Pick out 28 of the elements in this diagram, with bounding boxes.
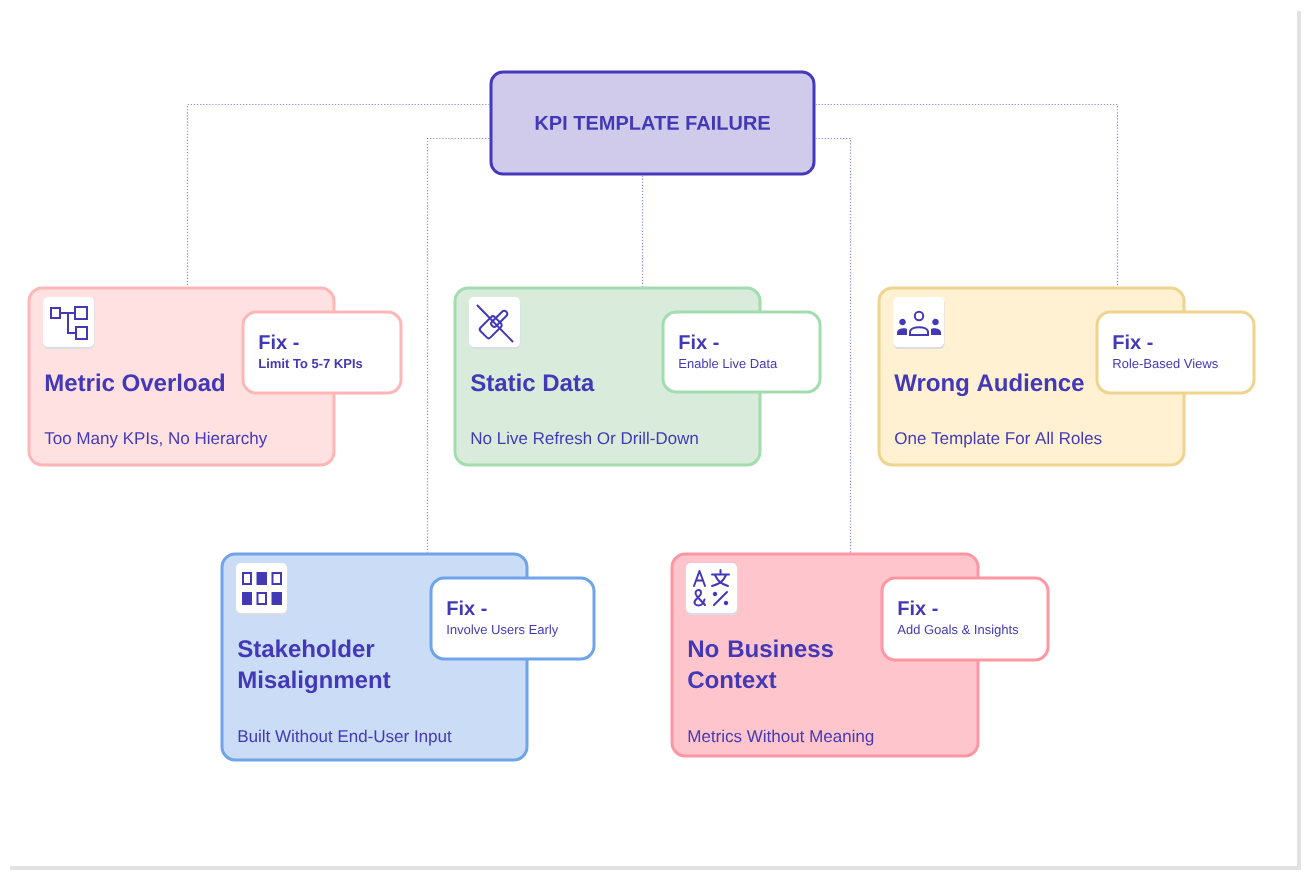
connector-line (186, 103, 491, 288)
fix-heading: Fix - (898, 600, 938, 615)
fix-text: Add Goals & Insights (897, 624, 1019, 637)
fix-text: Enable Live Data (679, 358, 778, 369)
card-description: No Live Refresh Or Drill-Down (471, 431, 698, 445)
fix-box (241, 310, 403, 395)
fix-heading: Fix - (1113, 334, 1153, 349)
fix-heading: Fix - (447, 600, 487, 615)
card-description: Too Many KPIs, No Hierarchy (44, 431, 268, 448)
card-title: Wrong Audience (894, 373, 1084, 397)
fix-text: Role-Based Views (1113, 358, 1218, 369)
card-title: Metric Overload (45, 373, 225, 392)
fix-box (429, 576, 596, 661)
fix-heading: Fix - (679, 334, 719, 349)
fix-text: Limit To 5-7 KPIs (259, 358, 363, 369)
card-title: No Business Context (688, 639, 833, 689)
card-description: Metrics Without Meaning (688, 729, 874, 746)
card-description: Built Without End-User Input (238, 729, 452, 746)
card-title: Static Data (470, 373, 595, 392)
connector-line (426, 137, 491, 554)
fix-box (880, 576, 1050, 662)
card-description: One Template For All Roles (895, 431, 1102, 448)
fix-box (1095, 310, 1256, 395)
fix-text: Involve Users Early (447, 624, 559, 637)
card-title: Stakeholder Misalignment (237, 639, 391, 694)
fix-heading: Fix - (259, 334, 299, 349)
heading-box: KPI TEMPLATE FAILURE (489, 70, 816, 176)
fix-box (661, 310, 822, 394)
